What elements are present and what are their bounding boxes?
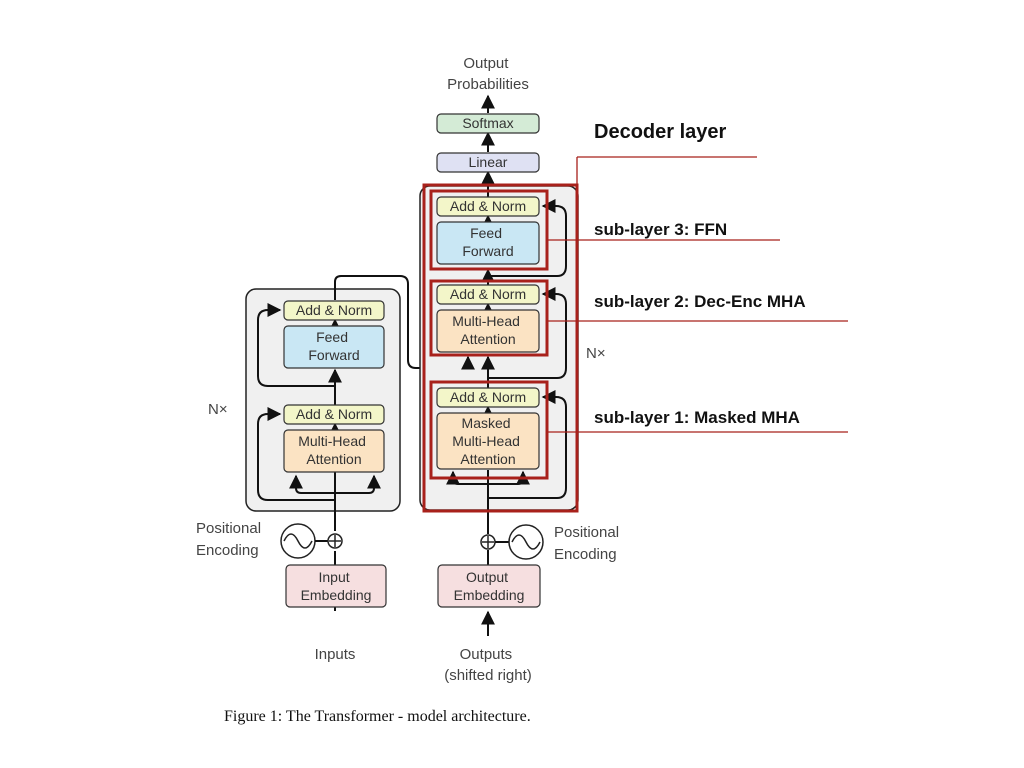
- figure-caption: Figure 1: The Transformer - model archit…: [224, 708, 531, 725]
- decoder-layer-annotation: Decoder layer: [594, 121, 727, 143]
- sub-layer-2-highlight: [429, 279, 549, 357]
- decoder-feed-forward-label: Feed Forward: [462, 225, 513, 259]
- encoder-positional-encoding-icon: [280, 523, 316, 559]
- decoder-add-norm-cross: [436, 284, 540, 305]
- output-probabilities-label: Output Probabilities: [447, 55, 529, 93]
- decoder-masked-attention-label: Masked Multi-Head Attention: [452, 415, 524, 467]
- decoder-add-norm-ffn-label: Add & Norm: [450, 198, 526, 214]
- softmax-label: Softmax: [462, 115, 513, 131]
- linear-label: Linear: [469, 154, 508, 170]
- input-embedding-box: [285, 564, 387, 608]
- decoder-positional-encoding-label: Positional Encoding: [554, 524, 623, 563]
- encoder-add-norm-top-label: Add & Norm: [296, 302, 372, 318]
- encoder-feed-forward-label: Feed Forward: [308, 329, 359, 363]
- encoder-stack-frame: [245, 288, 401, 512]
- outputs-label: Outputs (shifted right): [444, 646, 532, 684]
- annotation-leader-lines: [547, 156, 848, 433]
- decoder-add-norm-ffn: [436, 196, 540, 217]
- decoder-cross-attention-label: Multi-Head Attention: [452, 313, 524, 347]
- decoder-add-icon: [480, 534, 496, 550]
- output-embedding-label: Output Embedding: [454, 569, 525, 603]
- encoder-add-icon: [327, 533, 343, 549]
- sub-layer-3-highlight: [429, 189, 549, 271]
- encoder-attention-label: Multi-Head Attention: [298, 433, 370, 467]
- linear-box: [436, 152, 540, 173]
- decoder-masked-attention: [436, 412, 540, 470]
- softmax-box: [436, 113, 540, 134]
- decoder-add-norm-masked: [436, 387, 540, 408]
- encoder-positional-encoding-label: Positional Encoding: [196, 520, 265, 559]
- inputs-label: Inputs: [315, 646, 356, 663]
- sub-layer-1-annotation: sub-layer 1: Masked MHA: [594, 408, 800, 427]
- encoder-multi-head-attention: [283, 429, 385, 473]
- output-embedding-box: [437, 564, 541, 608]
- encoder-repeat-label: N×: [208, 401, 228, 418]
- decoder-feed-forward: [436, 221, 540, 265]
- decoder-layer-highlight: [422, 183, 579, 513]
- sub-layer-3-annotation: sub-layer 3: FFN: [594, 220, 727, 239]
- decoder-positional-encoding-icon: [508, 524, 544, 560]
- encoder-add-norm-bottom-label: Add & Norm: [296, 406, 372, 422]
- encoder-add-norm-bottom: [283, 404, 385, 425]
- sub-layer-1-highlight: [429, 380, 549, 480]
- encoder-feed-forward: [283, 325, 385, 369]
- input-embedding-label: Input Embedding: [301, 569, 372, 603]
- decoder-repeat-label: N×: [586, 345, 606, 362]
- decoder-add-norm-cross-label: Add & Norm: [450, 286, 526, 302]
- decoder-cross-attention: [436, 309, 540, 353]
- encoder-add-norm-top: [283, 300, 385, 321]
- decoder-add-norm-masked-label: Add & Norm: [450, 389, 526, 405]
- sub-layer-2-annotation: sub-layer 2: Dec-Enc MHA: [594, 292, 806, 311]
